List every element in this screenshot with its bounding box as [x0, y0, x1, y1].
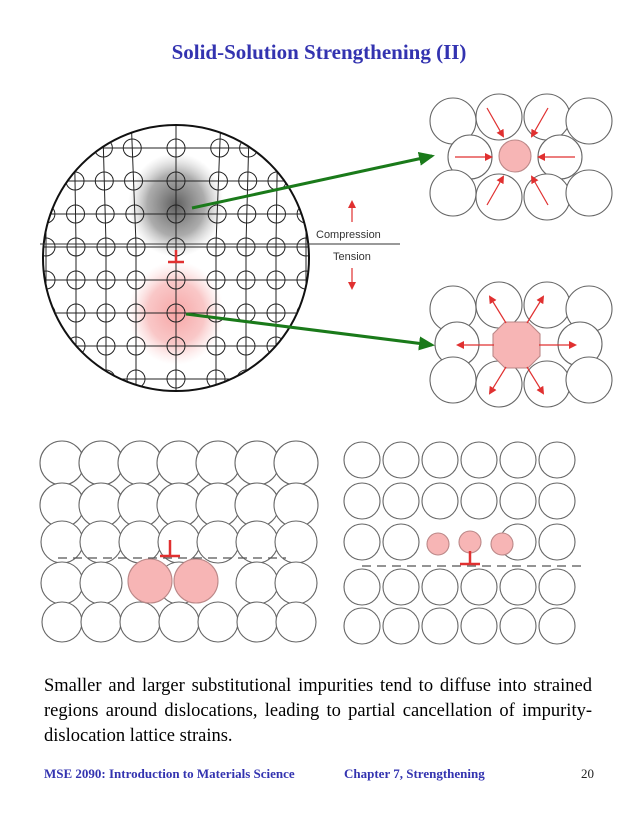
footer-chapter: Chapter 7, Strengthening: [344, 766, 485, 781]
slide-title: Solid-Solution Strengthening (II): [171, 40, 467, 64]
footer-course: MSE 2090: Introduction to Materials Scie…: [44, 766, 295, 781]
dislocation-symbol: [168, 250, 184, 264]
small-impurity-cluster: [429, 93, 613, 221]
large-impurities-lattice: [39, 440, 319, 643]
dislocation-lattice-circle: [40, 124, 400, 392]
page-number: 20: [581, 766, 594, 781]
compression-label: Compression: [316, 229, 381, 241]
caption-text: Smaller and larger substitutional impuri…: [44, 676, 592, 746]
small-impurities-lattice: [343, 441, 582, 645]
tension-label: Tension: [333, 251, 371, 263]
green-arrow-small-impurity: [191, 151, 435, 210]
large-impurity-cluster: [429, 281, 613, 408]
green-arrow-large-impurity: [185, 312, 435, 351]
compression-tension-legend: Compression Tension: [316, 200, 381, 290]
